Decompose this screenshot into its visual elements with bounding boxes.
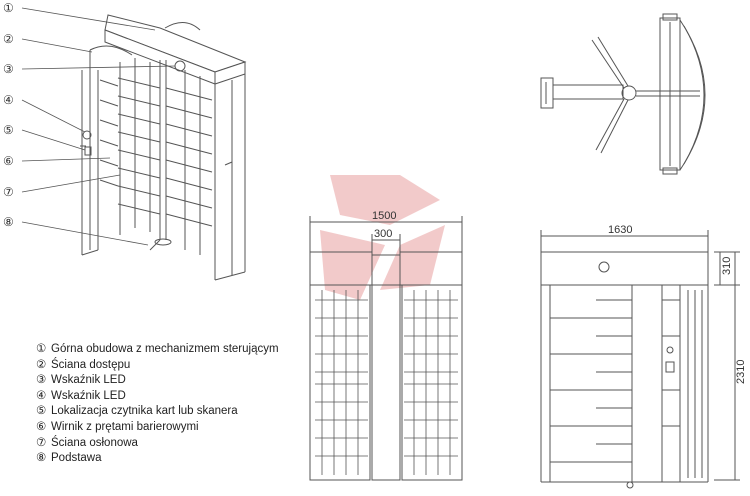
front-view [309, 216, 463, 481]
legend-text: Wskaźnik LED [51, 374, 126, 387]
callout-7: ⑦ [3, 185, 14, 199]
barrier-arms [99, 77, 213, 227]
legend: ① Górna obudowa z mechanizmem sterującym ②… [36, 342, 279, 467]
legend-text: Ściana osłonowa [51, 436, 138, 449]
legend-marker: ⑥ [36, 420, 47, 433]
legend-text: Górna obudowa z mechanizmem sterującym [51, 343, 279, 355]
callout-6: ⑥ [3, 154, 14, 168]
legend-marker: ② [36, 358, 47, 371]
legend-text: Lokalizacja czytnika kart lub skanera [51, 405, 238, 418]
side-view [540, 230, 740, 489]
side-dimension-labels: 1630 310 2310 [608, 224, 747, 384]
legend-marker: ④ [36, 389, 47, 402]
legend-item: ⑦ Ściana osłonowa [36, 436, 279, 452]
callout-4: ④ [3, 93, 14, 107]
dim-side-width: 1630 [608, 224, 632, 236]
legend-marker: ⑤ [36, 405, 47, 418]
legend-item: ④ Wskaźnik LED [36, 389, 279, 405]
legend-marker: ③ [36, 374, 47, 387]
legend-item: ① Górna obudowa z mechanizmem sterującym [36, 342, 279, 358]
legend-item: ③ Wskaźnik LED [36, 373, 279, 389]
callout-markers: ① ② ③ ④ ⑤ ⑥ ⑦ ⑧ [3, 1, 14, 229]
dim-front-width: 1500 [372, 210, 396, 222]
legend-text: Podstawa [51, 452, 102, 465]
watermark-logo [320, 175, 445, 300]
legend-text: Wirnik z prętami barierowymi [51, 420, 199, 433]
callout-3: ③ [3, 62, 14, 76]
legend-text: Wskaźnik LED [51, 389, 126, 402]
dim-top-height: 310 [721, 257, 733, 275]
callout-8: ⑧ [3, 215, 14, 229]
callout-leaders [21, 7, 176, 246]
legend-item: ⑤ Lokalizacja czytnika kart lub skanera [36, 404, 279, 420]
legend-marker: ① [36, 343, 47, 355]
dim-front-passage: 300 [374, 228, 392, 240]
legend-item: ⑥ Wirnik z prętami barierowymi [36, 420, 279, 436]
front-dimension-labels: 1500 300 [372, 210, 396, 240]
plan-view [540, 13, 706, 175]
legend-marker: ⑧ [36, 452, 47, 465]
callout-2: ② [3, 32, 14, 46]
legend-marker: ⑦ [36, 436, 47, 449]
callout-5: ⑤ [3, 123, 14, 137]
legend-item: ⑧ Podstawa [36, 451, 279, 467]
dim-total-height: 2310 [735, 360, 747, 384]
callout-1: ① [3, 1, 14, 15]
isometric-view [80, 14, 247, 281]
legend-text: Ściana dostępu [51, 358, 131, 371]
legend-item: ② Ściana dostępu [36, 358, 279, 374]
